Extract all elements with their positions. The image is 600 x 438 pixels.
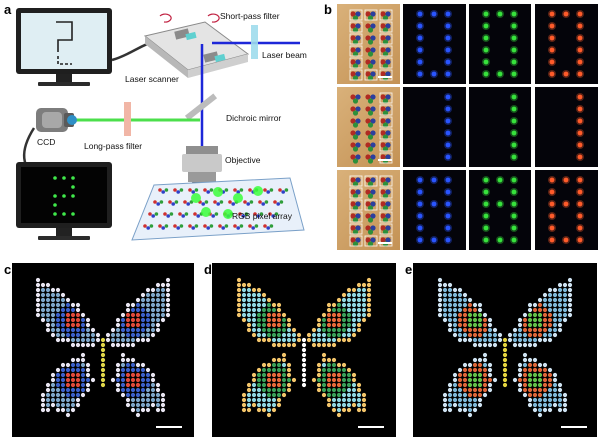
red-emission-image bbox=[535, 87, 598, 167]
red-emission-image bbox=[535, 4, 598, 84]
scale-bar bbox=[156, 426, 182, 428]
panel-label-a: a bbox=[4, 2, 12, 17]
label-short-pass-filter: Short-pass filter bbox=[220, 11, 280, 21]
panel-label-b: b bbox=[324, 2, 332, 17]
scale-bar bbox=[378, 76, 392, 78]
scale-bar bbox=[561, 426, 587, 428]
device-photo bbox=[337, 170, 400, 250]
schematic-diagram bbox=[16, 8, 305, 241]
scale-bar bbox=[378, 159, 392, 161]
green-emission-image bbox=[469, 4, 531, 84]
ccd-camera-icon bbox=[22, 108, 77, 178]
butterfly-image-e bbox=[413, 263, 597, 437]
dichroic-mirror-icon bbox=[184, 93, 218, 121]
scale-bar bbox=[378, 242, 392, 244]
rgb-pixel-array-icon bbox=[131, 177, 305, 241]
monitor-bottom-icon bbox=[16, 162, 112, 240]
blue-emission-image bbox=[403, 4, 466, 84]
panel-label-c: c bbox=[4, 262, 12, 277]
label-laser-scanner: Laser scanner bbox=[125, 74, 179, 84]
label-rgb-pixel-array: RGB pixel array bbox=[232, 211, 292, 221]
blue-emission-image bbox=[403, 170, 466, 250]
label-long-pass-filter: Long-pass filter bbox=[84, 141, 143, 151]
butterfly-image-c bbox=[12, 263, 194, 437]
red-emission-image bbox=[535, 170, 598, 250]
label-ccd: CCD bbox=[37, 137, 56, 147]
green-emission-image bbox=[469, 170, 531, 250]
green-emission-image bbox=[469, 87, 531, 167]
scale-bar bbox=[358, 426, 384, 428]
long-pass-filter-icon bbox=[124, 102, 131, 136]
device-photo bbox=[337, 87, 400, 167]
short-pass-filter-icon bbox=[251, 25, 258, 59]
blue-emission-image bbox=[403, 87, 466, 167]
label-objective: Objective bbox=[225, 155, 261, 165]
label-dichroic-mirror: Dichroic mirror bbox=[226, 113, 282, 123]
monitor-top-icon bbox=[16, 8, 112, 86]
panel-label-e: e bbox=[405, 262, 413, 277]
laser-scanner-icon bbox=[143, 13, 250, 78]
butterfly-image-d bbox=[212, 263, 396, 437]
device-photo bbox=[337, 4, 400, 84]
label-laser-beam: Laser beam bbox=[262, 50, 307, 60]
panel-label-d: d bbox=[204, 262, 212, 277]
